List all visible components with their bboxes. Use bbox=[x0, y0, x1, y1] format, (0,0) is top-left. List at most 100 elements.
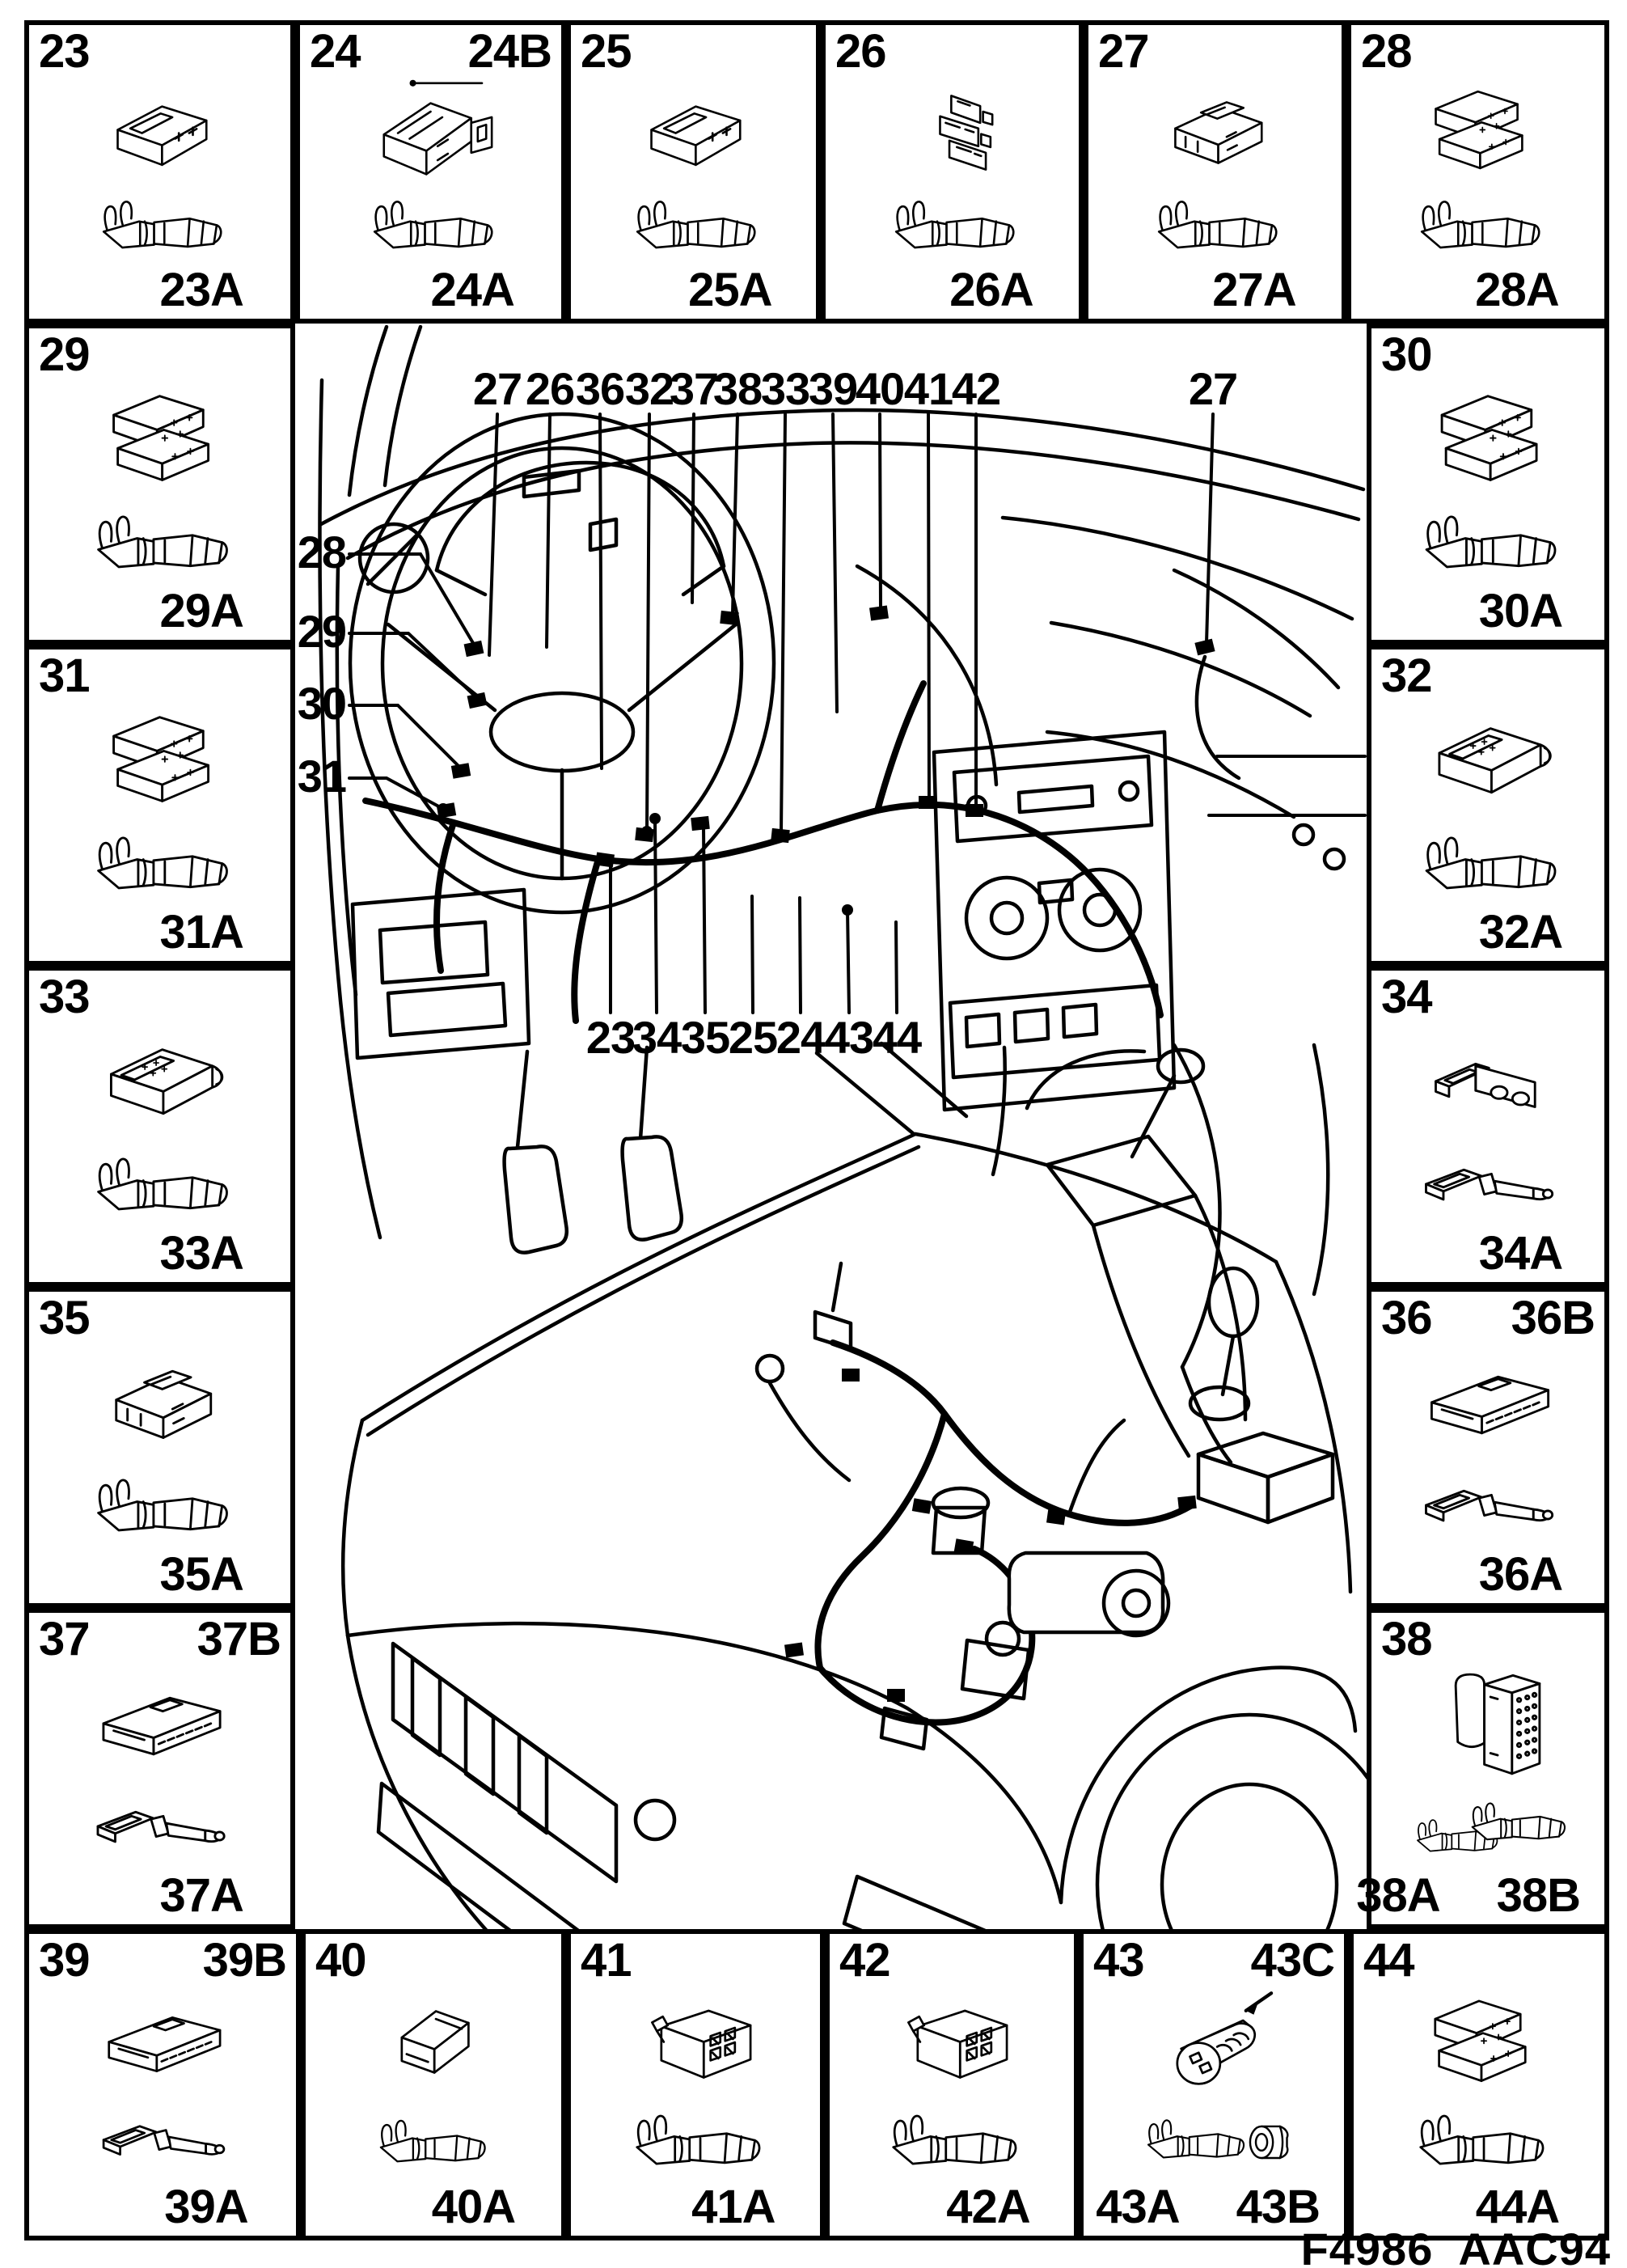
terminal-label: 38A bbox=[1356, 1869, 1440, 1922]
part-number-label: 44 bbox=[1363, 1934, 1415, 1987]
terminal-label: 25A bbox=[688, 264, 772, 316]
part-number-label: 35 bbox=[39, 1292, 91, 1344]
connector-illustration bbox=[102, 2016, 226, 2156]
connector-illustration bbox=[96, 1696, 226, 1843]
callout-top-32: 32 bbox=[625, 363, 674, 414]
terminal-label: 24A bbox=[430, 264, 514, 316]
part-cell-34: 34 34A bbox=[1367, 966, 1609, 1287]
part-number-label: 41 bbox=[581, 1934, 632, 1987]
part-number-label: 27 bbox=[1098, 25, 1150, 78]
connector-illustration bbox=[102, 105, 222, 249]
part-cell-24: 24 24B 24A bbox=[295, 20, 566, 324]
callout-left-29: 29 bbox=[298, 606, 346, 657]
connector-illustration bbox=[97, 1024, 228, 1211]
callout-top-26: 26 bbox=[526, 363, 574, 414]
terminal-label: 41A bbox=[691, 2181, 775, 2233]
part-number-label-24b: 24B bbox=[467, 25, 552, 78]
connector-illustration bbox=[97, 716, 228, 890]
terminal-label: 32A bbox=[1478, 906, 1563, 958]
part-number-label: 42 bbox=[839, 1934, 891, 1987]
part-number-label: 29 bbox=[39, 328, 91, 381]
callout-top-33: 33 bbox=[761, 363, 809, 414]
part-number-label: 40 bbox=[315, 1934, 367, 1987]
terminal-label: 30A bbox=[1478, 585, 1563, 637]
part-cell-38: 38 38A 38B bbox=[1356, 1608, 1609, 1929]
terminal-label: 43A bbox=[1096, 2181, 1180, 2233]
callout-top-39: 39 bbox=[809, 363, 857, 414]
callout-top-38: 38 bbox=[713, 363, 762, 414]
dashboard-illustration bbox=[318, 324, 1367, 1458]
connector-illustration bbox=[379, 2010, 486, 2163]
terminal-label: 42A bbox=[946, 2181, 1030, 2233]
part-number-label: 34 bbox=[1381, 971, 1433, 1023]
terminal-label: 37A bbox=[159, 1869, 243, 1922]
callout-left-31: 31 bbox=[298, 751, 346, 802]
drawing-reference: F4986 AAC94 bbox=[1300, 2224, 1611, 2268]
car-front-illustration bbox=[341, 1041, 1367, 1929]
callout-bottom-43: 43 bbox=[825, 1012, 873, 1063]
callout-top-27: 27 bbox=[473, 363, 522, 414]
part-number-label: 39 bbox=[39, 1934, 91, 1987]
part-cell-27: 27 27A bbox=[1084, 20, 1346, 324]
part-cell-25: 25 25A bbox=[566, 20, 821, 324]
part-number-label-43c: 43C bbox=[1250, 1934, 1335, 1987]
part-number-label: 43 bbox=[1093, 1934, 1145, 1987]
part-number-label: 38 bbox=[1381, 1613, 1433, 1665]
part-number-label-37b: 37B bbox=[197, 1613, 281, 1665]
terminal-label: 28A bbox=[1475, 264, 1559, 316]
part-number-label: 33 bbox=[39, 971, 91, 1023]
part-number-label: 37 bbox=[39, 1613, 91, 1665]
part-number-label: 28 bbox=[1361, 25, 1413, 78]
callout-top-42: 42 bbox=[952, 363, 1000, 414]
callout-top-37: 37 bbox=[670, 363, 718, 414]
connector-illustration bbox=[1147, 1991, 1289, 2160]
connector-illustration bbox=[1425, 703, 1557, 890]
part-cell-30: 30 30A bbox=[1367, 324, 1609, 645]
callout-bottom-25: 25 bbox=[729, 1012, 777, 1063]
wiring-diagram: 27 26 36 32 37 38 33 39 40 41 42 27 28 2… bbox=[298, 324, 1367, 1929]
part-cell-40: 40 40A bbox=[301, 1929, 566, 2240]
callout-bottom-35: 35 bbox=[681, 1012, 729, 1063]
connector-illustration bbox=[1425, 395, 1557, 569]
callout-bottom-23: 23 bbox=[586, 1012, 635, 1063]
part-number-label: 30 bbox=[1381, 328, 1433, 381]
part-number-label: 31 bbox=[39, 650, 91, 702]
connector-illustration bbox=[636, 105, 756, 249]
part-cell-43: 43 43C 43A 43B bbox=[1079, 1929, 1349, 2240]
callout-left-28: 28 bbox=[298, 527, 346, 578]
part-cell-44: 44 44A bbox=[1349, 1929, 1609, 2240]
terminal-label: 44A bbox=[1475, 2181, 1560, 2233]
connector-illustration bbox=[1425, 1062, 1554, 1201]
terminal-label: 39A bbox=[164, 2181, 248, 2233]
part-cell-32: 32 32A bbox=[1367, 645, 1609, 966]
terminal-label: 27A bbox=[1212, 264, 1296, 316]
part-cell-42: 42 42A bbox=[825, 1929, 1079, 2240]
terminal-label: 26A bbox=[949, 264, 1033, 316]
callout-top-40: 40 bbox=[856, 363, 904, 414]
terminal-label: 31A bbox=[159, 906, 243, 958]
part-number-label: 32 bbox=[1381, 650, 1433, 702]
connector-illustration bbox=[636, 2009, 761, 2165]
part-number-label-36b: 36B bbox=[1511, 1292, 1595, 1344]
callout-bottom-44: 44 bbox=[873, 1012, 922, 1063]
connector-illustration bbox=[894, 95, 1015, 249]
part-cell-37: 37 37B 37A bbox=[24, 1608, 295, 1929]
part-cell-41: 41 41A bbox=[566, 1929, 825, 2240]
part-number-label-39b: 39B bbox=[202, 1934, 287, 1987]
part-cell-33: 33 33A bbox=[24, 966, 295, 1287]
part-cell-36: 36 36B 36A bbox=[1367, 1287, 1609, 1608]
connector-illustration bbox=[373, 79, 493, 249]
part-cell-31: 31 31A bbox=[24, 645, 295, 966]
connector-illustration bbox=[97, 1369, 228, 1532]
part-cell-23: 23 23A bbox=[24, 20, 295, 324]
part-cell-28: 28 28A bbox=[1346, 20, 1609, 324]
part-number-label: 24 bbox=[310, 25, 361, 78]
callout-bottom-34: 34 bbox=[632, 1012, 682, 1063]
terminal-label: 40A bbox=[431, 2181, 516, 2233]
connector-illustration bbox=[1157, 101, 1278, 249]
connector-illustration bbox=[1417, 1673, 1566, 1852]
terminal-label: 23A bbox=[159, 264, 243, 316]
connector-illustration bbox=[1425, 1375, 1554, 1522]
terminal-label: 36A bbox=[1478, 1548, 1563, 1601]
